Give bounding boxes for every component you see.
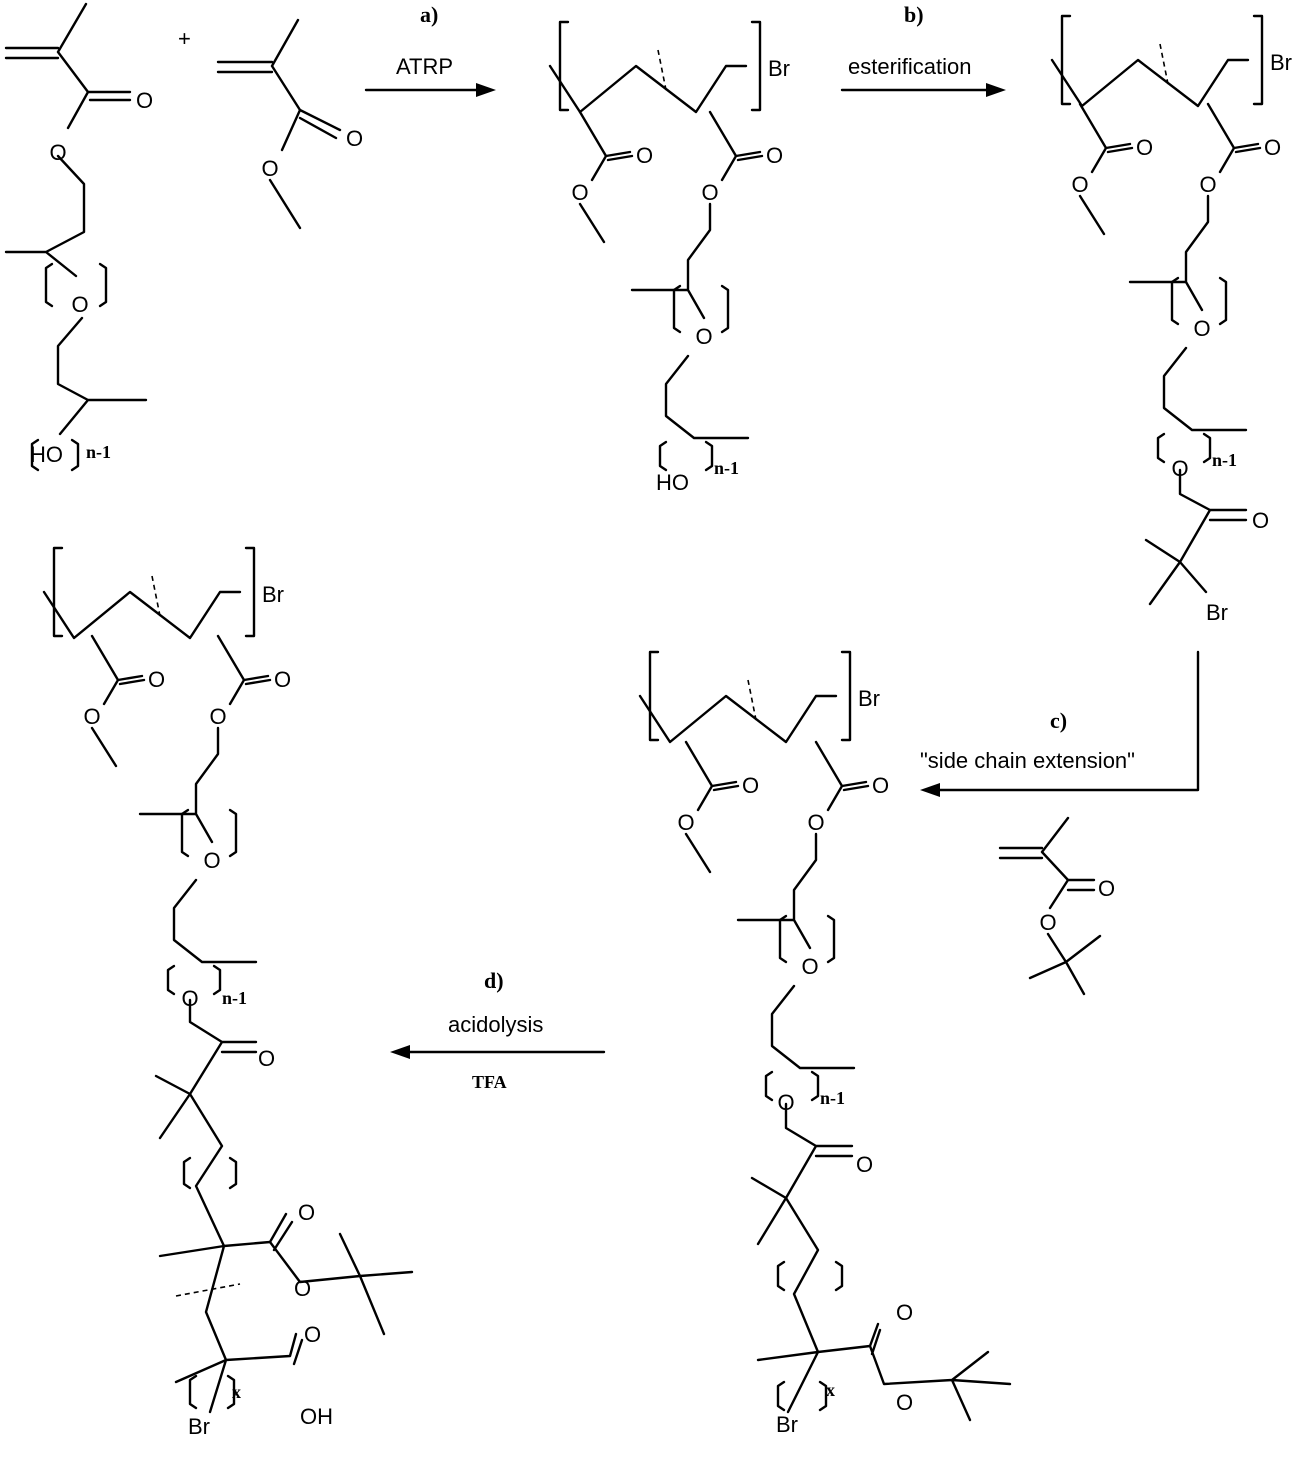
svg-text:n-1: n-1 xyxy=(222,988,247,1008)
svg-text:O: O xyxy=(346,126,363,151)
svg-text:n-1: n-1 xyxy=(86,442,111,462)
svg-text:ATRP: ATRP xyxy=(396,54,453,79)
svg-text:O: O xyxy=(49,140,66,165)
svg-text:Br: Br xyxy=(1206,600,1228,625)
svg-text:b): b) xyxy=(904,2,924,27)
svg-text:x: x xyxy=(826,1380,835,1400)
svg-text:O: O xyxy=(1098,876,1115,901)
svg-text:O: O xyxy=(896,1300,913,1325)
svg-text:d): d) xyxy=(484,968,504,993)
ppgma-monomer: O O O HO n-1 xyxy=(4,2,153,472)
product-tbma-brush: O O O O Br n-1 x xyxy=(638,650,1012,1437)
svg-text:HO: HO xyxy=(30,442,63,467)
plus-sign: + xyxy=(178,26,191,51)
svg-text:O: O xyxy=(261,156,278,181)
svg-text:c): c) xyxy=(1050,708,1067,733)
svg-text:esterification: esterification xyxy=(848,54,972,79)
svg-text:Br: Br xyxy=(188,1414,210,1439)
svg-text:O: O xyxy=(304,1322,321,1347)
svg-text:O: O xyxy=(181,986,198,1011)
step-b-arrow: b) esterification xyxy=(840,2,1006,97)
svg-text:O: O xyxy=(1171,456,1188,481)
svg-text:acidolysis: acidolysis xyxy=(448,1012,543,1037)
svg-text:x: x xyxy=(232,1382,241,1402)
svg-text:O: O xyxy=(294,1276,311,1301)
product-macroinitiator: O O Br n-1 xyxy=(1050,14,1294,625)
svg-text:O: O xyxy=(136,88,153,113)
svg-text:O: O xyxy=(1039,910,1056,935)
svg-text:O: O xyxy=(896,1390,913,1415)
svg-text:O: O xyxy=(1252,508,1269,533)
svg-text:n-1: n-1 xyxy=(1212,450,1237,470)
svg-text:O: O xyxy=(258,1046,275,1071)
svg-text:O: O xyxy=(71,292,88,317)
mma-monomer: O O xyxy=(216,18,363,230)
svg-text:O: O xyxy=(777,1090,794,1115)
svg-text:Br: Br xyxy=(776,1412,798,1437)
svg-text:O: O xyxy=(856,1152,873,1177)
svg-text:OH: OH xyxy=(300,1404,333,1429)
svg-text:HO: HO xyxy=(656,470,689,495)
svg-text:n-1: n-1 xyxy=(820,1088,845,1108)
tbma-monomer: O O xyxy=(998,816,1115,996)
product-final-brush: O O O O O OH Br n-1 x xyxy=(42,546,414,1439)
svg-text:n-1: n-1 xyxy=(714,458,739,478)
product-atrp-copolymer: HO n-1 xyxy=(548,20,792,495)
step-d-arrow: d) acidolysis TFA xyxy=(390,968,606,1092)
step-c-arrow: c) "side chain extension" xyxy=(920,650,1200,797)
svg-text:TFA: TFA xyxy=(472,1072,507,1092)
svg-text:O: O xyxy=(298,1200,315,1225)
svg-text:"side chain extension": "side chain extension" xyxy=(920,748,1135,773)
step-a-arrow: a) ATRP xyxy=(364,2,496,97)
svg-text:a): a) xyxy=(420,2,438,27)
